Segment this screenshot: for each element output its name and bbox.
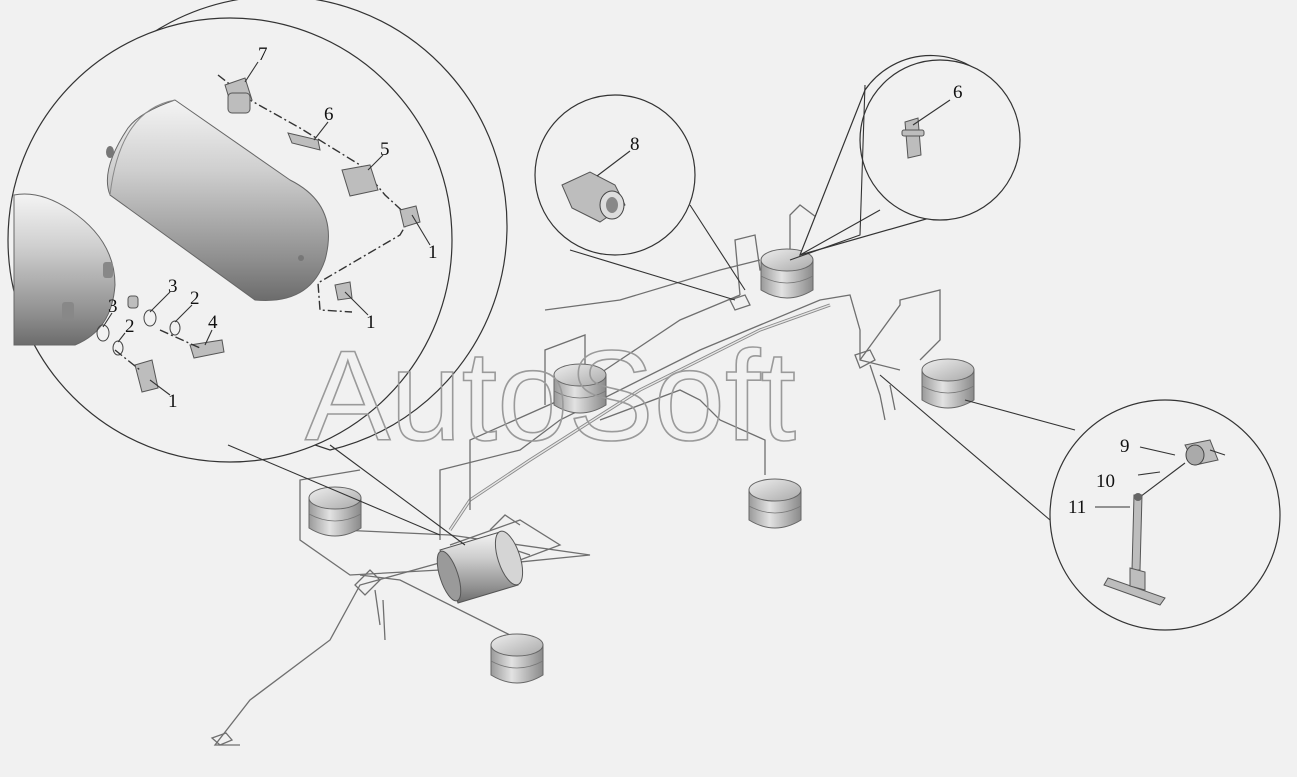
- detail-circle-height-valve: [879, 374, 1281, 631]
- air-spring-mid-2: [748, 478, 802, 529]
- fittings-receiver: [96, 74, 421, 393]
- receiver-tank: [106, 99, 329, 301]
- callout-6-detail: 6: [953, 82, 963, 103]
- air-spring-top: [760, 248, 814, 299]
- watermark: AutoSoft: [304, 324, 797, 469]
- air-spring-rear-left: [490, 633, 544, 684]
- leader-lines-receiver: [102, 61, 431, 396]
- callout-5: 5: [380, 139, 390, 160]
- callout-1-middle: 1: [366, 312, 376, 333]
- callout-3-left: 3: [108, 296, 118, 317]
- callout-4: 4: [208, 312, 218, 333]
- watermark-text: AutoSoft: [305, 325, 796, 468]
- callout-2-left: 2: [125, 316, 135, 337]
- callout-labels: 7 6 5 1 1 1 4 3 2 3 2 8 6 9 10 11: [108, 44, 1130, 518]
- callout-1-upper: 1: [428, 242, 438, 263]
- main-air-tank: [436, 530, 524, 604]
- callout-9: 9: [1120, 436, 1130, 457]
- callout-1-lower: 1: [168, 391, 178, 412]
- second-tank: [13, 193, 116, 346]
- callout-11: 11: [1068, 497, 1086, 518]
- callout-3-right: 3: [168, 276, 178, 297]
- callout-6-receiver: 6: [324, 104, 334, 125]
- callout-7: 7: [258, 44, 268, 65]
- callout-10: 10: [1096, 471, 1115, 492]
- air-spring-front-left: [308, 486, 362, 537]
- callout-8: 8: [630, 134, 640, 155]
- detail-circle-fitting-6: [789, 54, 1021, 261]
- detail-circle-fitting-8: [534, 94, 746, 301]
- callout-2-right: 2: [190, 288, 200, 309]
